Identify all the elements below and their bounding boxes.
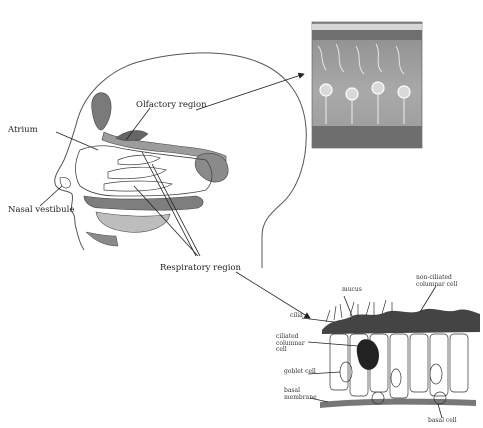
- oral-cavity: [96, 212, 170, 232]
- label-basal-membrane: basal membrane: [284, 388, 314, 401]
- label-non-ciliated-columnar-cell: non-ciliated columnar cell: [416, 275, 480, 288]
- label-basal-cell: basal cell: [428, 418, 457, 424]
- jaw: [86, 232, 118, 246]
- middle-turbinate: [108, 167, 166, 179]
- olfactory-epithelium-micrograph: [312, 22, 422, 148]
- label-respiratory-region: Respiratory region: [160, 264, 241, 273]
- label-mucus: mucus: [342, 287, 362, 293]
- frontal-sinus: [92, 93, 111, 130]
- superior-turbinate: [118, 155, 160, 165]
- label-olfactory-region: Olfactory region: [136, 101, 207, 110]
- label-ciliated-columnar-cell: ciliated columnar cell: [276, 334, 316, 354]
- label-atrium: Atrium: [8, 126, 38, 135]
- label-nasal-vestibule: Nasal vestibule: [8, 206, 74, 215]
- hard-palate: [84, 196, 203, 210]
- label-cilia: cilia: [290, 313, 303, 319]
- label-goblet-cell: goblet cell: [284, 369, 316, 375]
- respiratory-epithelium-illustration: [320, 300, 480, 408]
